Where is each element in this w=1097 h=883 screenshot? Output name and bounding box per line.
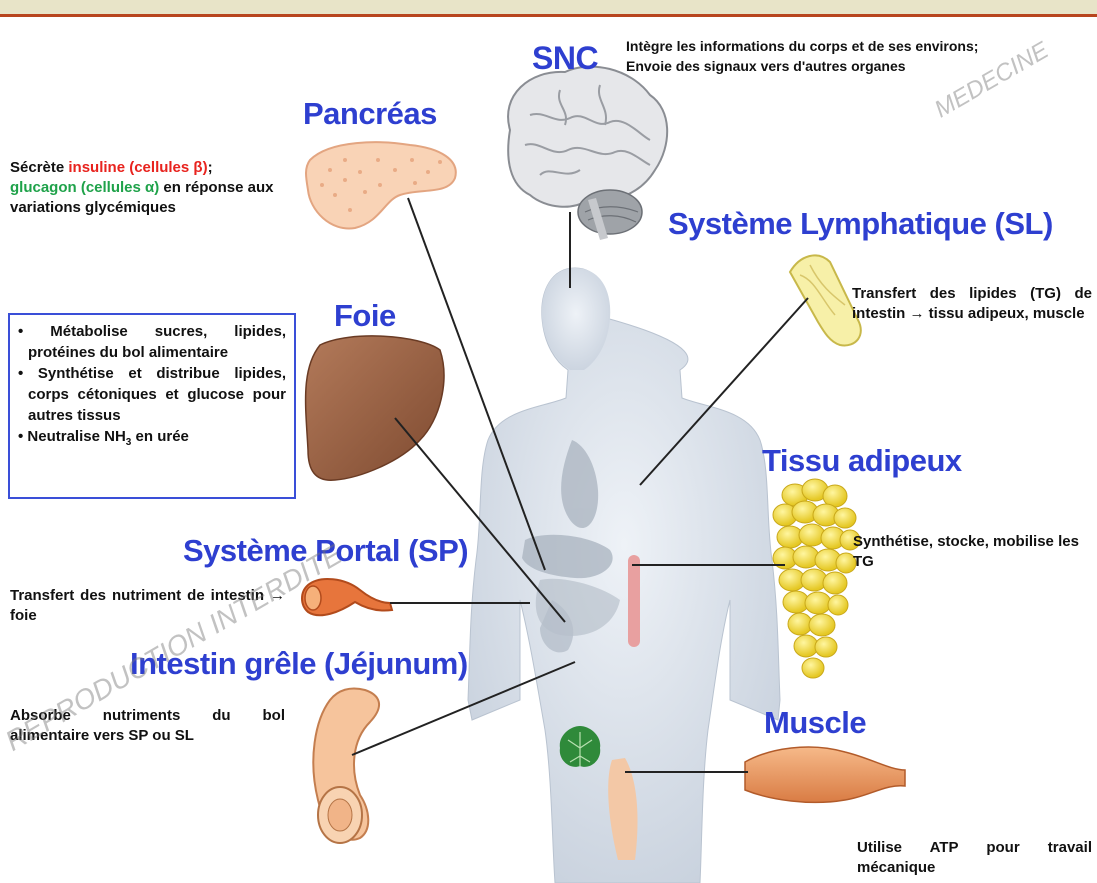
insuline-label: insuline (cellules β) (68, 159, 207, 176)
glucagon-label: glucagon (cellules α) (10, 179, 159, 196)
title-snc: SNC (532, 40, 598, 77)
title-muscle: Muscle (764, 705, 866, 741)
foie-function-list: • Métabolise sucres, lipides, protéines … (18, 321, 286, 453)
foie-function-item: • Neutralise NH3 en urée (18, 426, 286, 453)
title-tissu-adipeux: Tissu adipeux (762, 443, 962, 479)
lymph-vessel-icon (790, 255, 861, 345)
muscle-description: Utilise ATP pour travail mécanique (857, 838, 1092, 878)
pancreas-text-1: Sécrète (10, 159, 68, 176)
foie-item3-text-end: en urée (131, 428, 189, 445)
pancreas-description: Sécrète insuline (cellules β); glucagon … (10, 158, 290, 218)
brain-icon (508, 67, 667, 240)
title-foie: Foie (334, 298, 396, 334)
foie-function-item: • Synthétise et distribue lipides, corps… (18, 363, 286, 426)
adipeux-description: Synthétise, stocke, mobilise les TG (853, 532, 1093, 572)
muscle-icon (745, 747, 905, 802)
foie-function-box: • Métabolise sucres, lipides, protéines … (8, 313, 296, 499)
foie-function-item: • Métabolise sucres, lipides, protéines … (18, 321, 286, 363)
liver-icon (306, 336, 444, 480)
sl-description: Transfert des lipides (TG) de intestin →… (852, 284, 1092, 324)
adipose-marker (628, 555, 640, 647)
title-pancreas: Pancréas (303, 96, 437, 132)
adipose-tissue-icon (773, 479, 860, 678)
foie-item3-text: • Neutralise NH (18, 428, 126, 445)
intestine-icon (313, 688, 379, 843)
title-systeme-lymphatique: Système Lymphatique (SL) (668, 206, 1053, 242)
pancreas-text-2: ; (208, 159, 213, 176)
pancreas-icon (306, 142, 456, 228)
